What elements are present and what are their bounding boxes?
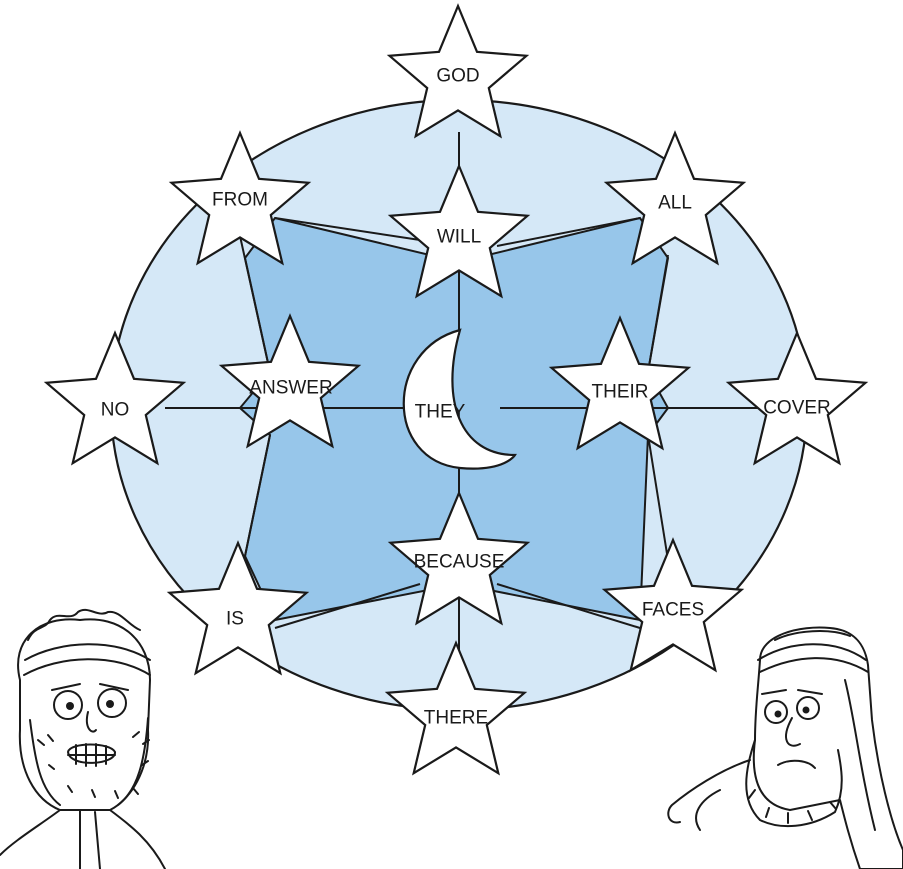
word-because: BECAUSE <box>414 552 505 573</box>
word-there: THERE <box>424 708 488 729</box>
word-all: ALL <box>658 193 692 214</box>
left-character-illustration <box>0 610 165 869</box>
word-no: NO <box>101 400 130 421</box>
word-answer: ANSWER <box>249 378 332 399</box>
word-faces: FACES <box>642 600 704 621</box>
word-from: FROM <box>212 190 268 211</box>
word-will: WILL <box>437 227 481 248</box>
word-is: IS <box>226 609 244 630</box>
word-cover: COVER <box>763 398 831 419</box>
word-their: THEIR <box>592 382 649 403</box>
word-god: GOD <box>436 66 479 87</box>
word-they: THEY <box>415 402 466 423</box>
